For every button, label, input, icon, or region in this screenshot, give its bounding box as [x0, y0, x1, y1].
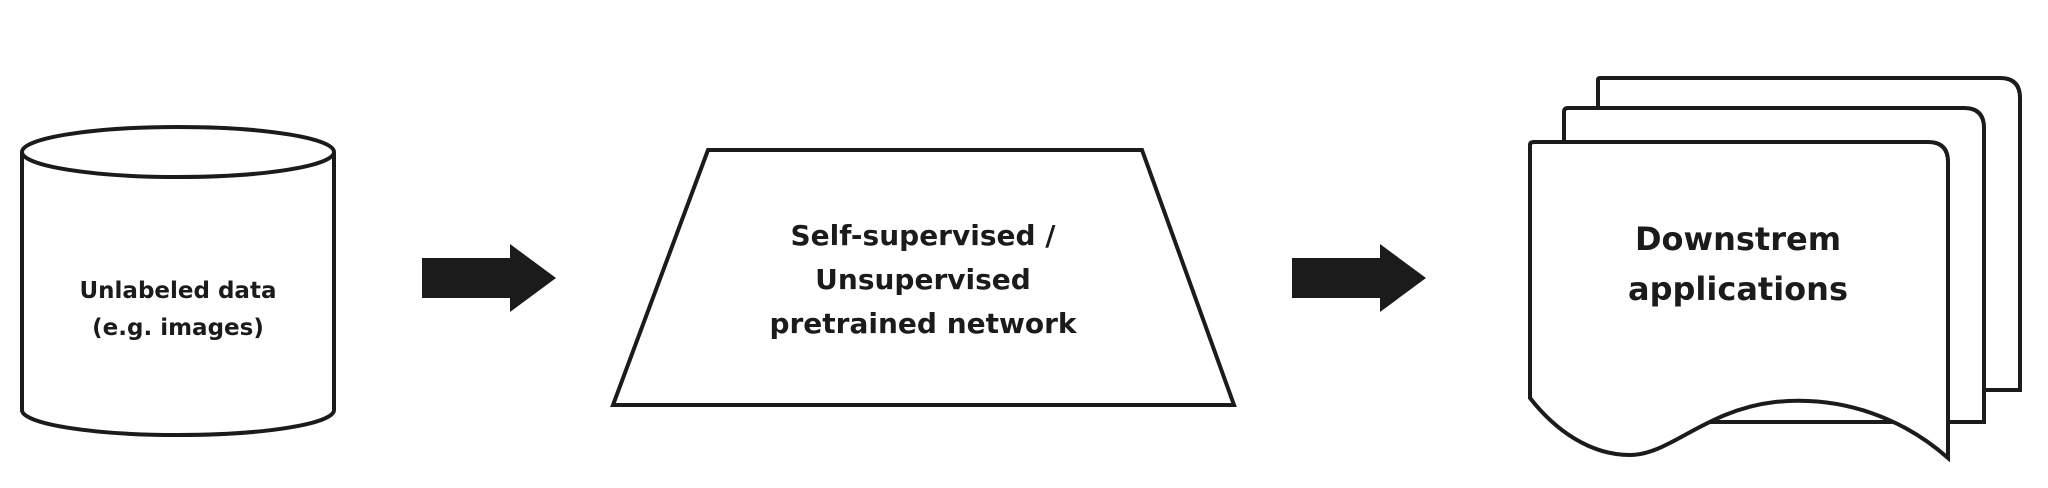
- data-store-label-line1: Unlabeled data: [80, 278, 277, 304]
- applications-node: Downstrem applications: [1528, 76, 2022, 463]
- data-store-node: Unlabeled data (e.g. images): [20, 125, 336, 437]
- flow-arrow-1: [422, 244, 556, 312]
- network-node: Self-supervised / Unsupervised pretraine…: [610, 148, 1237, 407]
- network-label-line2: Unsupervised: [815, 263, 1031, 296]
- data-store-label-line2: (e.g. images): [92, 315, 264, 341]
- network-label-line3: pretrained network: [769, 307, 1077, 340]
- flow-arrow-2: [1292, 244, 1426, 312]
- trapezoid-shape: [610, 148, 1237, 407]
- cylinder-body: [20, 152, 336, 437]
- applications-label-line2: applications: [1628, 270, 1848, 308]
- network-label-line1: Self-supervised /: [790, 219, 1056, 252]
- cylinder-top: [20, 125, 336, 179]
- document-front: [1528, 140, 1950, 463]
- applications-label-line1: Downstrem: [1635, 220, 1841, 258]
